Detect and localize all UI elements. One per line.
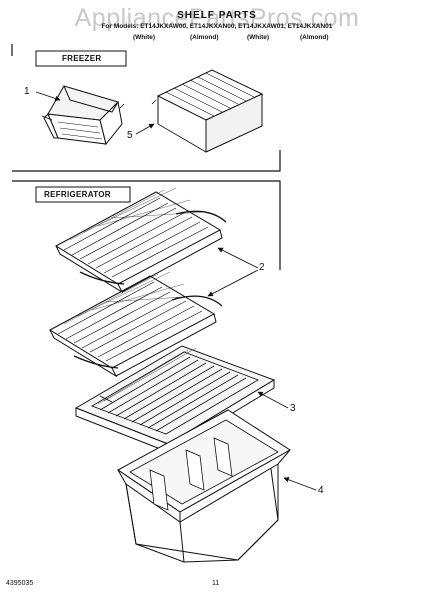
finish-label-1: (White)	[133, 34, 156, 41]
callout-3: 3	[290, 403, 296, 414]
leader-line-5	[135, 123, 155, 135]
leader-line-3	[257, 391, 289, 409]
freezer-shelf-rack	[151, 69, 264, 153]
freezer-label-box	[35, 50, 127, 67]
refrigerator-section-frame	[12, 180, 281, 270]
page-title: SHELF PARTS	[177, 10, 257, 21]
finish-label-2: (Almond)	[190, 34, 219, 41]
callout-2: 2	[259, 262, 265, 273]
freezer-section-label: FREEZER	[62, 54, 102, 63]
refrigerator-section-label: REFRIGERATOR	[44, 190, 111, 199]
callout-4: 4	[318, 485, 324, 496]
leader-line-1	[35, 91, 61, 102]
refrigerator-wire-shelf-lower	[48, 271, 223, 378]
freezer-basket	[41, 85, 125, 146]
page-number: 11	[212, 580, 220, 587]
refrigerator-label-box	[35, 186, 131, 203]
crisper-pan	[117, 409, 291, 563]
callout-5: 5	[127, 130, 133, 141]
leader-line-4	[283, 477, 317, 491]
leader-line-2a	[217, 247, 259, 269]
watermark: AppliancePartsPros.com	[74, 4, 360, 32]
document-number: 4395035	[6, 580, 34, 587]
leader-line-2b	[207, 269, 259, 297]
model-list: For Models: ET14JKXAW00, ET14JKXAN00, ET…	[101, 23, 333, 30]
refrigerator-wire-shelf-upper	[54, 187, 227, 294]
freezer-section-frame	[11, 44, 281, 172]
callout-1: 1	[24, 86, 30, 97]
finish-label-4: (Almond)	[300, 34, 329, 41]
finish-label-3: (White)	[247, 34, 270, 41]
